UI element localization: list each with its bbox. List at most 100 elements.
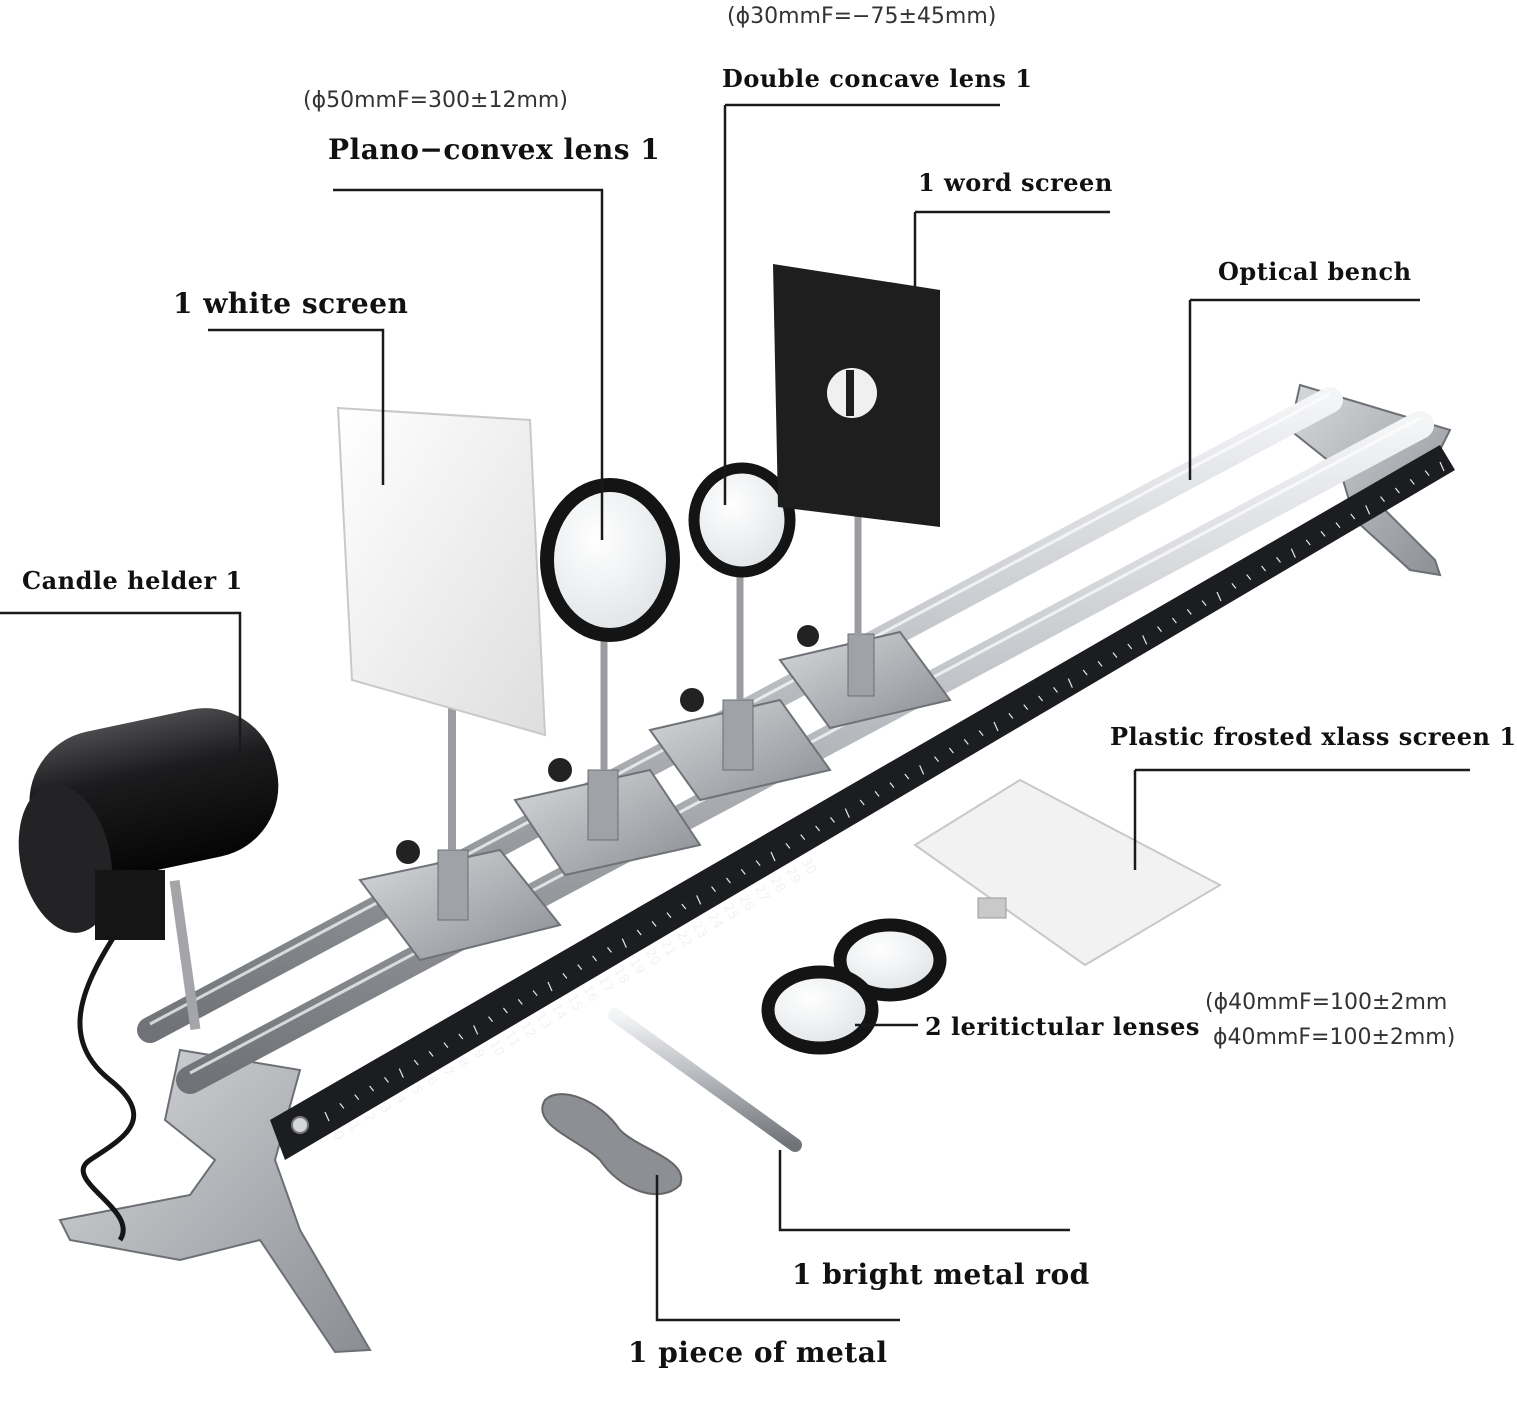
ruler-tick (547, 981, 553, 992)
lenticular-spec-a: (ϕ40mmF=100±2mm (1205, 990, 1448, 1015)
ruler-tick (711, 886, 717, 893)
ruler-tick (1201, 600, 1207, 607)
ruler-tick (1216, 591, 1222, 602)
ruler-tick (458, 1033, 464, 1040)
ruler-tick (919, 765, 925, 775)
ruler-tick (592, 955, 598, 962)
ruler-tick (562, 972, 568, 979)
ruler-tick (383, 1076, 389, 1083)
ruler-tick (681, 903, 687, 910)
ruler-tick (1394, 487, 1400, 494)
ruler-tick (1008, 712, 1014, 719)
ruler-tick (948, 747, 954, 754)
ruler-tick (517, 998, 523, 1005)
ruler-tick-label: 29 (782, 865, 803, 887)
ruler-tick (428, 1050, 434, 1057)
optical-bench-label: Optical bench (1218, 257, 1412, 286)
ruler-tick (1439, 461, 1445, 472)
ruler-tick (532, 990, 538, 997)
ruler-tick-label: 10 (486, 1037, 507, 1059)
ruler-tick (874, 790, 880, 797)
white-screen-label: 1 white screen (173, 287, 409, 320)
ruler-tick (934, 756, 940, 763)
lenticular-label: 2 leritictular lenses (925, 1012, 1200, 1041)
ruler-tick (1157, 626, 1163, 633)
candle-holder-label: Candle helder 1 (22, 566, 243, 595)
ruler-tick (339, 1102, 345, 1109)
ruler-tick-label: 19 (626, 956, 647, 978)
ruler-ticks (324, 461, 1445, 1122)
ruler-tick (844, 808, 850, 818)
ruler-screw (291, 1116, 309, 1134)
concave-lens-spec: (ϕ30mmF=−75±45mm) (727, 4, 997, 29)
lenticular-lens-2 (761, 965, 879, 1055)
ruler-tick (1142, 635, 1148, 645)
lenticular-spec-b: ϕ40mmF=100±2mm) (1213, 1025, 1456, 1050)
frosted-screen-label: Plastic frosted xlass screen 1 (1110, 722, 1517, 751)
carriage-3 (648, 688, 832, 802)
ruler-tick (1023, 704, 1029, 711)
ruler-tick (577, 964, 583, 971)
ruler-tick (963, 738, 969, 745)
ruler-tick (829, 816, 835, 823)
ruler-tick (1275, 556, 1281, 563)
ruler-tick (1186, 608, 1192, 615)
ruler-tick (651, 920, 657, 927)
candle-cable (77, 933, 137, 1242)
bright-metal-rod (608, 1008, 802, 1152)
ruler-tick-label: 11 (501, 1028, 522, 1050)
carriage-4 (778, 625, 952, 730)
ruler-tick (1261, 565, 1267, 572)
ruler-tick (800, 834, 806, 841)
ruler-tick (1380, 496, 1386, 503)
white-screen (336, 406, 547, 737)
ruler-tick (1365, 505, 1371, 515)
ruler-labels: 0123456789101112131415161718192021222324… (330, 855, 820, 1143)
ruler-tick-label: 23 (689, 919, 710, 941)
ruler-tick (1038, 695, 1044, 702)
ruler-tick (502, 1007, 508, 1014)
ruler-tick (696, 895, 702, 905)
ruler-tick-label: 30 (798, 855, 819, 877)
callout-lines (0, 103, 1470, 1322)
ruler-tick (785, 842, 791, 849)
ruler-tick (1409, 478, 1415, 485)
ruler-tick-label: 28 (767, 874, 788, 896)
word-screen-label: 1 word screen (918, 168, 1113, 197)
ruler-tick-label: 20 (642, 946, 663, 968)
ruler-tick (1320, 530, 1326, 537)
metal-rod-label: 1 bright metal rod (792, 1258, 1090, 1291)
ruler-tick (1171, 617, 1177, 624)
left-foot (58, 1048, 372, 1354)
ruler-tick (398, 1068, 404, 1078)
ruler-tick-label: 21 (657, 937, 678, 959)
ruler-tick (354, 1094, 360, 1101)
ruler-tick-label: 16 (579, 983, 600, 1005)
ruler-tick (1067, 678, 1073, 688)
ruler-tick (443, 1042, 449, 1049)
ruler-tick-label: 18 (611, 965, 632, 987)
carriage-2 (513, 758, 702, 877)
ruler-tick (636, 929, 642, 936)
ruler-tick (1246, 574, 1252, 581)
metal-piece-label: 1 piece of metal (628, 1336, 888, 1369)
ruler-tick (1305, 539, 1311, 546)
ruler-tick (1424, 470, 1430, 477)
ruler-tick (413, 1059, 419, 1066)
ruler-tick-label: 13 (532, 1010, 553, 1032)
ruler-tick (1082, 669, 1088, 676)
ruler-tick (978, 730, 984, 737)
ruler-tick-label: 24 (704, 910, 725, 932)
ruler-tick (1335, 522, 1341, 529)
ruler-tick-label: 15 (564, 992, 585, 1014)
ruler-tick-label: 25 (720, 901, 741, 923)
metal-piece (541, 1093, 683, 1195)
lenticular-lens-1 (833, 918, 947, 1002)
plano-convex-lens (540, 478, 680, 642)
ruler-tick (755, 860, 761, 867)
ruler-tick (859, 799, 865, 806)
ruler-tick (488, 1016, 494, 1023)
ruler-tick (1097, 660, 1103, 667)
ruler-tick-label: 14 (548, 1001, 569, 1023)
ruler-tick (904, 773, 910, 780)
